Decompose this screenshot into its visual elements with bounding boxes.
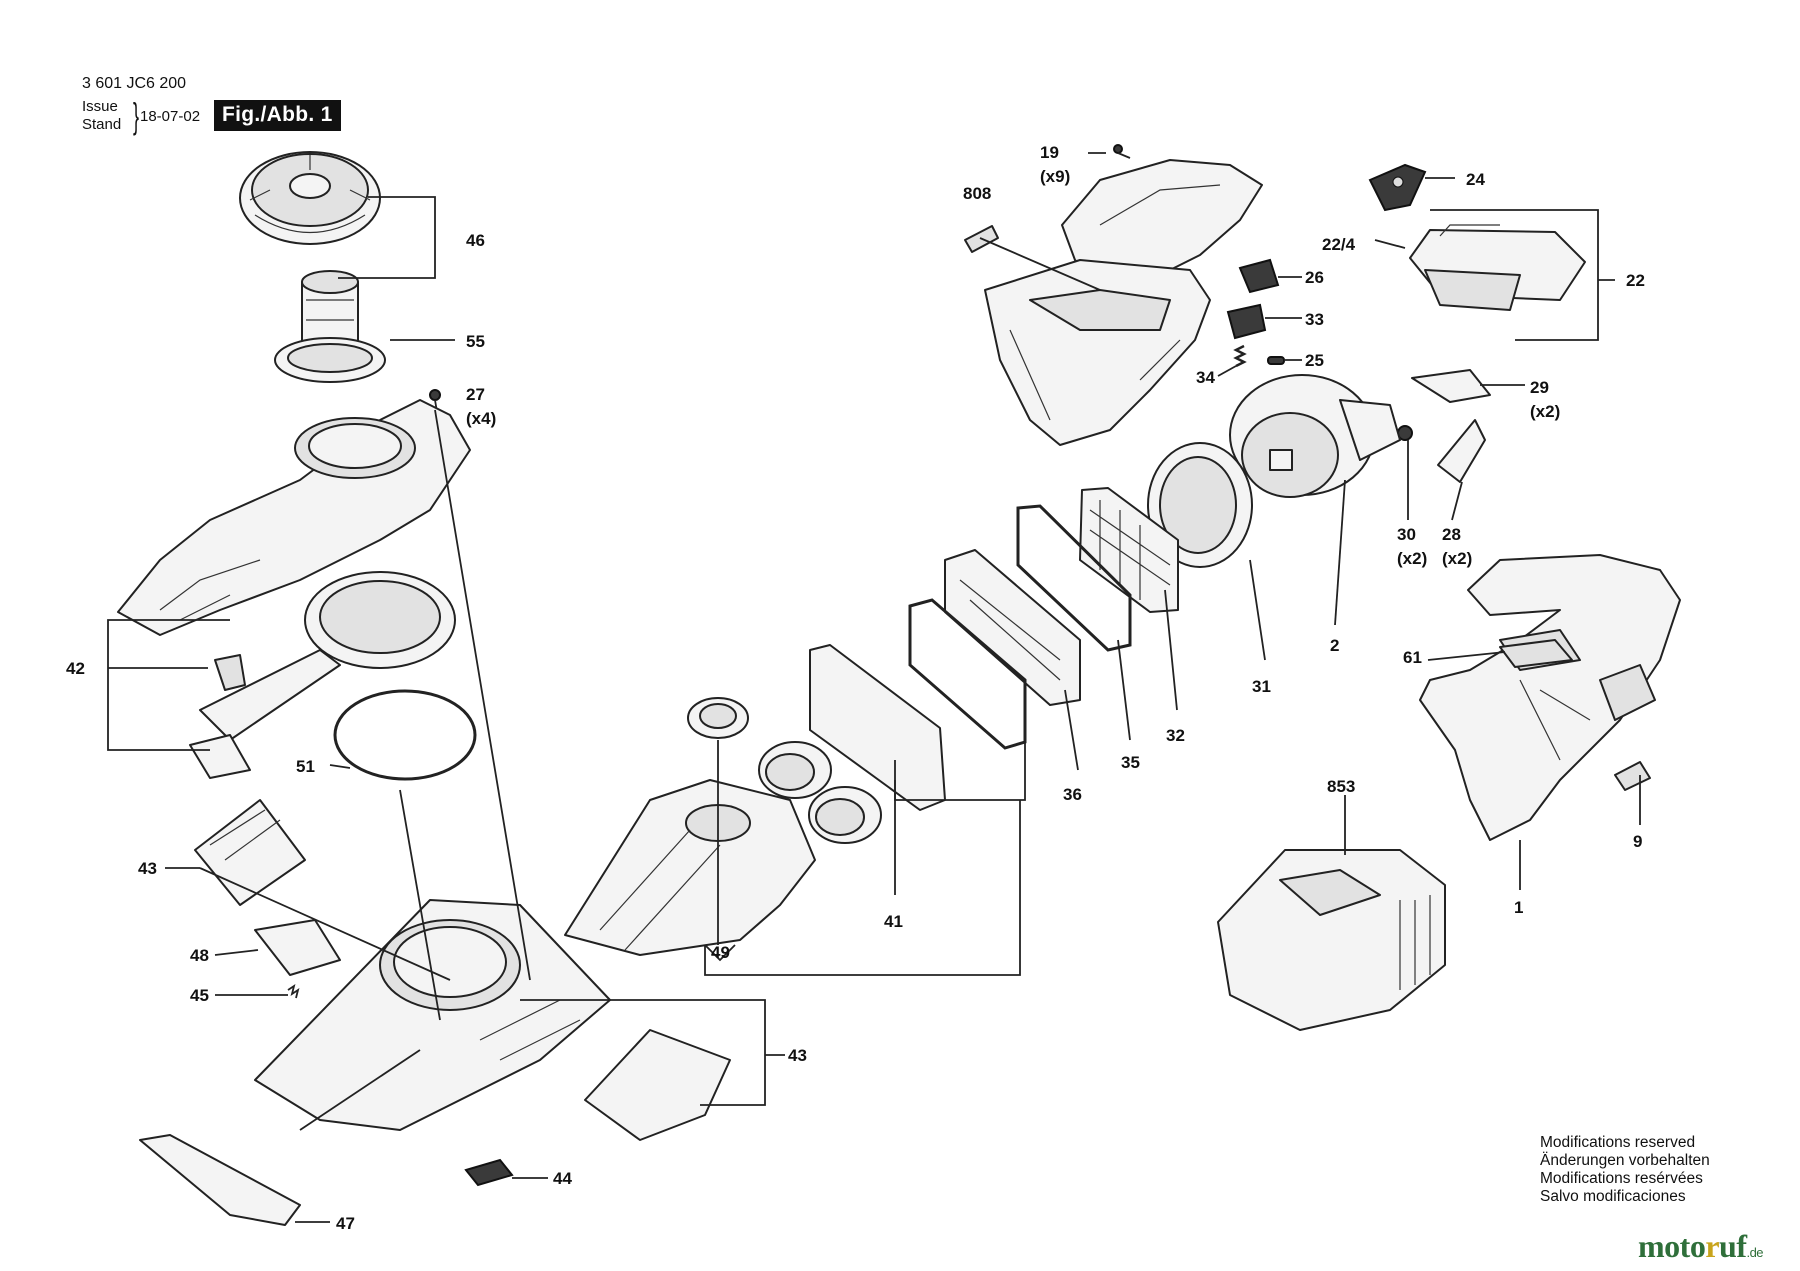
figure-badge: Fig./Abb. 1 bbox=[214, 100, 341, 131]
callout-9-label: 9 bbox=[1633, 832, 1642, 851]
callout-34-label: 34 bbox=[1196, 368, 1215, 387]
callout-1-label: 1 bbox=[1514, 898, 1523, 917]
callout-19-qty: (x9) bbox=[1040, 167, 1070, 186]
callout-29-qty: (x2) bbox=[1530, 402, 1560, 421]
issue-date: 18-07-02 bbox=[140, 108, 201, 125]
part-47-cover bbox=[139, 1134, 301, 1226]
callout-45-label: 45 bbox=[190, 986, 209, 1005]
brand-part-3: uf bbox=[1719, 1228, 1747, 1264]
callout-41-label: 41 bbox=[884, 912, 903, 931]
part-24-switch bbox=[1368, 163, 1427, 212]
callout-31-label: 31 bbox=[1252, 677, 1271, 696]
callout-19-label: 19 bbox=[1040, 143, 1059, 162]
part-46-lid bbox=[239, 151, 381, 245]
callout-853-label: 853 bbox=[1327, 777, 1355, 796]
callout-27-label: 27 bbox=[466, 385, 485, 404]
part-41-filter-housing bbox=[758, 644, 946, 844]
callout-48-label: 48 bbox=[190, 946, 209, 965]
modifications-notice: Modifications reserved Änderungen vorbeh… bbox=[1540, 1134, 1710, 1206]
callout-44-label: 44 bbox=[553, 1169, 572, 1188]
callout-46-label: 46 bbox=[466, 231, 485, 250]
callout-28-qty: (x2) bbox=[1442, 549, 1472, 568]
brand-part-2: r bbox=[1705, 1228, 1720, 1264]
callout-26-label: 26 bbox=[1305, 268, 1324, 287]
part-motor-housing bbox=[984, 259, 1211, 446]
callout-24-label: 24 bbox=[1466, 170, 1485, 189]
stand-label: Stand bbox=[82, 116, 122, 133]
brand-watermark: motoruf.de bbox=[1638, 1228, 1764, 1265]
part-42-seal-frame bbox=[189, 571, 456, 779]
part-28-pad bbox=[1437, 419, 1486, 483]
issue-stand-label: Issue Stand bbox=[82, 98, 121, 134]
callout-55-label: 55 bbox=[466, 332, 485, 351]
part-61-label bbox=[1499, 639, 1573, 668]
part-34-spring bbox=[1233, 344, 1247, 368]
callout-22-4-label: 22/4 bbox=[1322, 235, 1356, 254]
part-2-motor bbox=[1229, 374, 1401, 498]
callout-35-label: 35 bbox=[1121, 753, 1140, 772]
document-number: 3 601 JC6 200 bbox=[82, 75, 187, 92]
part-1-handle-housing bbox=[1419, 554, 1681, 841]
part-35-frame bbox=[1016, 504, 1132, 652]
callout-51-label: 51 bbox=[296, 757, 315, 776]
issue-brace: } bbox=[133, 95, 140, 136]
part-33-slider bbox=[1226, 303, 1267, 340]
part-container-base bbox=[254, 899, 611, 1131]
part-45-spring bbox=[287, 983, 300, 999]
part-top-housing bbox=[117, 399, 471, 636]
part-26-switch-cap bbox=[1238, 258, 1280, 294]
callout-61-label: 61 bbox=[1403, 648, 1422, 667]
part-29-pad bbox=[1411, 369, 1491, 403]
callout-49-label: 49 bbox=[711, 943, 730, 962]
callout-36-label: 36 bbox=[1063, 785, 1082, 804]
callout-27-qty: (x4) bbox=[466, 409, 496, 428]
note-es: Salvo modificaciones bbox=[1540, 1188, 1686, 1205]
part-48-latch bbox=[254, 919, 341, 976]
callout-28-label: 28 bbox=[1442, 525, 1461, 544]
callout-808-label: 808 bbox=[963, 184, 991, 203]
callout-43b-label: 43 bbox=[788, 1046, 807, 1065]
part-51-ring bbox=[333, 689, 477, 781]
callout-29-label: 29 bbox=[1530, 378, 1549, 397]
brand-part-1: moto bbox=[1638, 1228, 1706, 1264]
part-853-charger bbox=[1217, 849, 1446, 1031]
part-44-button bbox=[464, 1158, 514, 1187]
note-en: Modifications reserved bbox=[1540, 1134, 1696, 1151]
callout-42-label: 42 bbox=[66, 659, 85, 678]
callout-43-label: 43 bbox=[138, 859, 157, 878]
callout-33-label: 33 bbox=[1305, 310, 1324, 329]
part-43-flap bbox=[194, 799, 306, 906]
part-19-screw bbox=[1113, 144, 1131, 159]
callout-47-label: 47 bbox=[336, 1214, 355, 1233]
callout-30-qty: (x2) bbox=[1397, 549, 1427, 568]
callout-22-label: 22 bbox=[1626, 271, 1645, 290]
callout-2-label: 2 bbox=[1330, 636, 1339, 655]
callout-30-label: 30 bbox=[1397, 525, 1416, 544]
part-49-nozzle bbox=[564, 697, 816, 956]
part-43-flap-lower bbox=[584, 1029, 731, 1141]
callout-25-label: 25 bbox=[1305, 351, 1324, 370]
issue-label: Issue bbox=[82, 98, 118, 115]
part-32-filter-grid bbox=[1079, 487, 1179, 613]
brand-tld: .de bbox=[1746, 1245, 1764, 1260]
part-25-pin bbox=[1267, 356, 1285, 365]
note-de: Änderungen vorbehalten bbox=[1540, 1152, 1710, 1169]
callout-32-label: 32 bbox=[1166, 726, 1185, 745]
part-9-label bbox=[1614, 761, 1651, 791]
part-22-electronics bbox=[1409, 224, 1586, 311]
note-fr: Modifications resérvées bbox=[1540, 1170, 1703, 1187]
